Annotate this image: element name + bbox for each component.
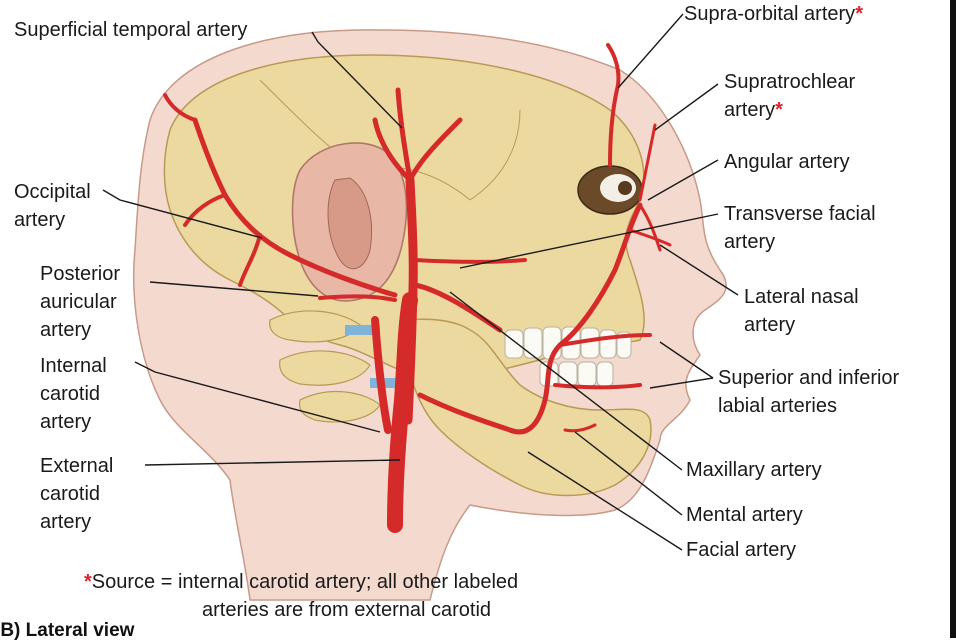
label-supratrochlear-artery: Supratrochlear (724, 71, 856, 93)
label-external-carotid-artery-line3: artery (40, 511, 92, 533)
labial-arteries (553, 333, 652, 390)
source-star-icon: * (84, 571, 92, 593)
internal-carotid-artery (371, 316, 392, 434)
common-carotid-artery (387, 292, 418, 533)
leader-lines (102, 13, 739, 551)
transverse-facial-artery (413, 258, 527, 264)
mandible-bone (404, 318, 652, 497)
external-carotid-artery (403, 175, 418, 425)
artery-network (163, 43, 672, 533)
supratrochlear-artery (638, 123, 657, 202)
label-superior-inferior-labial-arteries: Superior and inferior (718, 367, 900, 389)
label-facial-artery: Facial artery (686, 539, 797, 561)
occipital-branches (163, 93, 262, 287)
label-lateral-nasal-artery: Lateral nasal (744, 286, 859, 308)
leader-supratrochlear (654, 83, 719, 131)
cervical-vertebrae (269, 310, 381, 423)
footnote-line2: arteries are from external carotid (202, 599, 492, 621)
label-lateral-nasal-artery-line2: artery (744, 314, 796, 336)
iris (618, 181, 632, 195)
label-posterior-auricular-artery-line2: auricular (40, 291, 117, 313)
leader-mental (574, 431, 683, 516)
label-external-carotid-artery: External (40, 455, 114, 477)
label-angular-artery: Angular artery (724, 151, 850, 173)
source-star-icon: * (855, 3, 863, 25)
label-occipital-artery: Occipital (14, 181, 91, 203)
leader-occipital (102, 189, 263, 239)
label-maxillary-artery: Maxillary artery (686, 459, 822, 481)
leader-superficial-temporal (311, 31, 403, 129)
label-internal-carotid-artery-line2: carotid (40, 383, 101, 405)
facial-artery (417, 202, 643, 435)
leader-supra-orbital (617, 13, 684, 89)
supra-orbital-artery (606, 43, 621, 167)
label-transverse-facial-artery: Transverse facial (724, 203, 876, 225)
label-internal-carotid-artery-line3: artery (40, 411, 92, 433)
label-superficial-temporal-artery: Superficial temporal artery (14, 19, 248, 41)
leader-transverse-facial (459, 213, 719, 269)
footnote-line1: *Source = internal carotid artery; all o… (84, 571, 519, 593)
label-occipital-artery-line2: artery (14, 209, 66, 231)
label-mental-artery: Mental artery (686, 504, 803, 526)
superficial-temporal-branches (372, 87, 463, 183)
leader-lateral-nasal (659, 244, 739, 296)
leader-maxillary (449, 291, 683, 471)
leader-angular (647, 159, 719, 201)
label-transverse-facial-artery-line2: artery (724, 231, 776, 253)
leader-facial (527, 451, 683, 551)
skull-sutures (259, 79, 521, 256)
frame-edge (950, 0, 956, 638)
label-supratrochlear-artery-line2: artery* (724, 99, 783, 121)
leader-internal-carotid (134, 361, 381, 433)
label-posterior-auricular-artery: Posterior (40, 263, 121, 285)
posterior-auricular-artery (318, 294, 397, 302)
intervertebral-disc (345, 325, 380, 335)
label-superior-inferior-labial-arteries-line2: labial arteries (718, 395, 837, 417)
ear-inner (327, 177, 373, 270)
leader-external-carotid (144, 459, 401, 466)
intervertebral-disc (370, 378, 410, 388)
label-external-carotid-artery-line2: carotid (40, 483, 101, 505)
mental-artery (563, 423, 597, 433)
figure-caption: (B) Lateral view (0, 620, 135, 641)
source-star-icon: * (775, 99, 783, 121)
leader-labial (649, 341, 714, 389)
label-supra-orbital-artery: Supra-orbital artery* (684, 3, 863, 25)
leader-posterior-auricular (149, 281, 319, 297)
label-posterior-auricular-artery-line3: artery (40, 319, 92, 341)
label-internal-carotid-artery: Internal (40, 355, 107, 377)
